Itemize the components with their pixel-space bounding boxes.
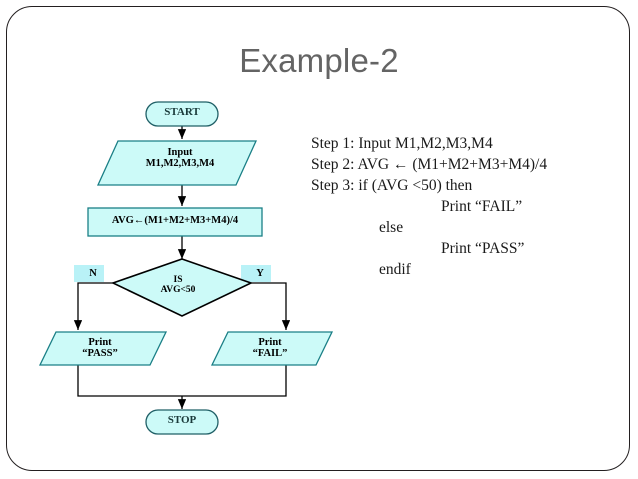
- connector-fail-to-stop: [182, 365, 287, 397]
- node-print-pass-shape: [38, 331, 168, 366]
- node-input-shape: [96, 140, 258, 186]
- algorithm-line-print-fail: Print “FAIL”: [441, 198, 523, 215]
- algorithm-line-endif: endif: [379, 261, 411, 278]
- algorithm-line-else: else: [379, 219, 404, 236]
- algorithm-line-step1: Step 1: Input M1,M2,M3,M4: [311, 135, 493, 152]
- node-decision-shape: [110, 258, 254, 317]
- branch-label-no-chip: [74, 265, 104, 282]
- connector-pass-to-stop: [77, 365, 182, 397]
- connector-decision-yes: [251, 282, 291, 331]
- node-start-shape: [145, 101, 219, 127]
- node-process-shape: [87, 207, 263, 237]
- page-title: Example-2: [239, 42, 399, 79]
- algorithm-line-step3: Step 3: if (AVG <50) then: [311, 177, 473, 194]
- node-stop-shape: [145, 409, 219, 435]
- connector-decision-no: [73, 282, 113, 331]
- branch-label-yes-chip: [241, 265, 271, 282]
- algorithm-steps: Step 1: Input M1,M2,M3,M4 Step 2: AVG ← …: [311, 133, 611, 280]
- algorithm-line-print-pass: Print “PASS”: [441, 240, 525, 257]
- node-print-fail-shape: [210, 331, 334, 366]
- algorithm-line-step2: Step 2: AVG ← (M1+M2+M3+M4)/4: [311, 156, 548, 173]
